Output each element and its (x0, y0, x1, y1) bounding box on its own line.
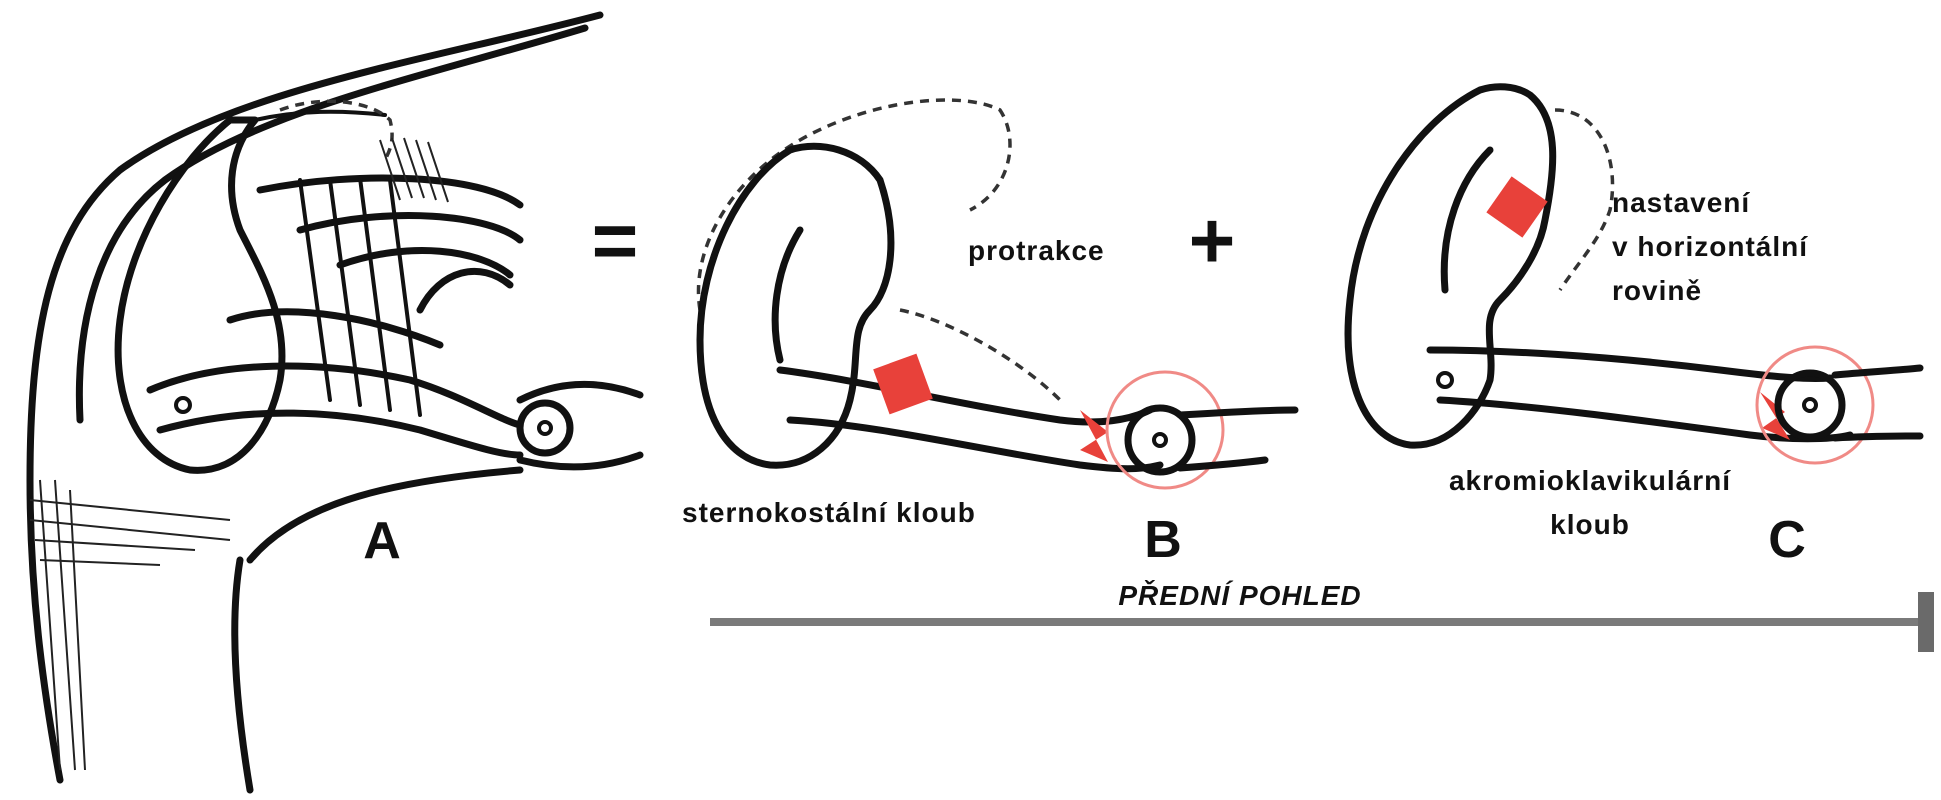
adjust-label-line3: rovině (1612, 275, 1702, 306)
horizontal-adjust-marker-icon (1486, 176, 1548, 238)
panel-b-label: B (1144, 511, 1182, 569)
protraction-label: protrakce (968, 235, 1105, 266)
joint-highlight-ring-c (1755, 345, 1875, 465)
acromioclavicular-label-line2: kloub (1550, 509, 1630, 540)
equals-sign: = (592, 196, 639, 285)
acromioclavicular-label-line1: akromioklavikulární (1449, 465, 1731, 496)
plus-sign: + (1189, 196, 1236, 285)
panel-a-label: A (363, 512, 401, 570)
adjust-label-line2: v horizontální (1612, 231, 1808, 262)
panel-c-drawing (1344, 83, 1924, 465)
joint-highlight-ring (1105, 370, 1225, 490)
panel-c-label: C (1768, 511, 1806, 569)
rotation-arrow-c-icon (1760, 392, 1790, 440)
rotation-arrow-icon (1080, 410, 1108, 462)
adjust-label-line1: nastavení (1612, 187, 1750, 218)
sternocostal-joint-label: sternokostální kloub (682, 497, 976, 528)
panel-a-drawing (26, 11, 644, 794)
anterior-view-label: PŘEDNÍ POHLED (1118, 580, 1361, 611)
panel-b-drawing (696, 98, 1299, 490)
sternocostal-marker-icon (873, 353, 933, 415)
view-axis-end-cap (1918, 592, 1934, 652)
